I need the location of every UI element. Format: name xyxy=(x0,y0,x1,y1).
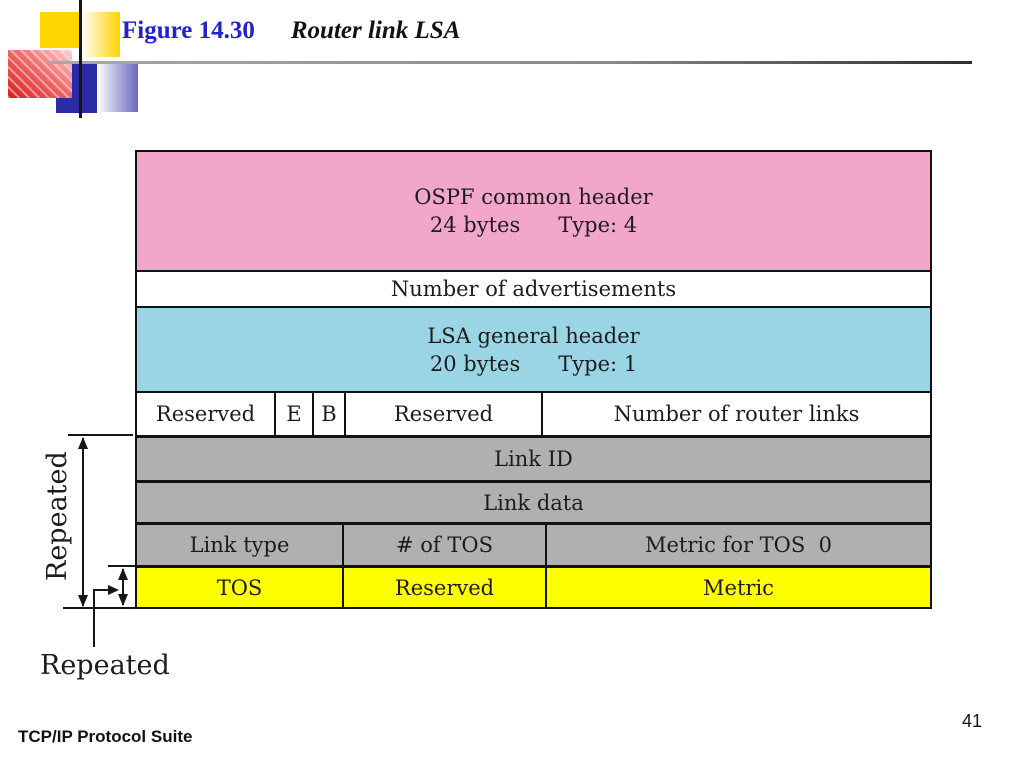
repeat-range-arrow-line xyxy=(82,438,84,606)
slide-title: Figure 14.30 Router link LSA xyxy=(122,17,460,45)
decor-yellow-gradient-square xyxy=(82,12,120,57)
row-link-id: Link ID xyxy=(137,435,930,480)
ospf-header-title: OSPF common header xyxy=(414,185,653,209)
cell-number-of-router-links: Number of router links xyxy=(541,393,930,435)
num-advertisements-label: Number of advertisements xyxy=(390,277,677,301)
decor-yellow-square xyxy=(40,12,79,48)
cell-reserved-1: Reserved xyxy=(155,402,256,426)
arrowhead-up-icon xyxy=(118,568,128,580)
arrowhead-down-icon xyxy=(118,594,128,606)
cell-b-flag: B xyxy=(312,393,344,435)
lsa-header-detail: 20 bytes Type: 1 xyxy=(430,352,637,376)
row-link-data: Link data xyxy=(137,480,930,522)
cell-tos-reserved: Reserved xyxy=(342,568,545,607)
cell-e-flag: E xyxy=(274,393,312,435)
page-number: 41 xyxy=(962,711,983,731)
ospf-header-detail: 24 bytes Type: 4 xyxy=(430,213,637,237)
link-data-label: Link data xyxy=(483,490,584,515)
cell-tos: TOS xyxy=(216,575,263,600)
figure-name: Router link LSA xyxy=(290,17,461,44)
row-flags: Reserved E B Reserved Number of router l… xyxy=(137,391,930,435)
row-number-of-advertisements: Number of advertisements xyxy=(137,270,930,306)
cell-metric-for-tos0: Metric for TOS 0 xyxy=(545,525,930,565)
inner-repeat-leader-elbow xyxy=(93,589,109,591)
arrowhead-up-icon xyxy=(78,437,88,449)
ospf-header-type: Type: 4 xyxy=(558,213,638,237)
ospf-header-size: 24 bytes xyxy=(429,213,521,237)
repeat-range-top-tick xyxy=(68,434,133,436)
repeated-label-bottom: Repeated xyxy=(40,650,170,681)
packet-format-table: OSPF common header 24 bytes Type: 4 Numb… xyxy=(135,150,932,609)
inner-repeat-leader-line xyxy=(93,590,95,647)
cell-metric: Metric xyxy=(545,568,930,607)
cell-reserved-2: Reserved xyxy=(344,393,541,435)
inner-repeat-arrow-line xyxy=(122,569,124,605)
row-tos: TOS Reserved Metric xyxy=(137,565,930,607)
link-id-label: Link ID xyxy=(494,447,573,471)
decor-vertical-line xyxy=(79,0,82,118)
cell-link-type: Link type xyxy=(189,533,290,557)
inner-repeat-top-tick xyxy=(108,565,138,567)
arrowhead-right-icon xyxy=(108,585,119,595)
lsa-header-type: Type: 1 xyxy=(558,351,638,376)
cell-num-of-tos: # of TOS xyxy=(342,525,545,565)
row-lsa-general-header: LSA general header 20 bytes Type: 1 xyxy=(137,306,930,391)
lsa-header-size: 20 bytes xyxy=(429,351,521,376)
row-ospf-common-header: OSPF common header 24 bytes Type: 4 xyxy=(137,152,930,270)
decor-blue-gradient-square xyxy=(97,63,138,112)
figure-number: Figure 14.30 xyxy=(122,17,255,44)
repeated-label-vertical: Repeated xyxy=(42,451,73,581)
footer-book-title: TCP/IP Protocol Suite xyxy=(18,727,193,746)
row-link-type-metric: Link type # of TOS Metric for TOS 0 xyxy=(137,522,930,565)
lsa-header-title: LSA general header xyxy=(427,323,640,348)
decor-horizontal-rule xyxy=(48,61,972,64)
arrowhead-down-icon xyxy=(78,595,88,607)
decor-red-striped-square xyxy=(8,50,72,98)
repeat-range-bottom-tick xyxy=(63,607,135,609)
